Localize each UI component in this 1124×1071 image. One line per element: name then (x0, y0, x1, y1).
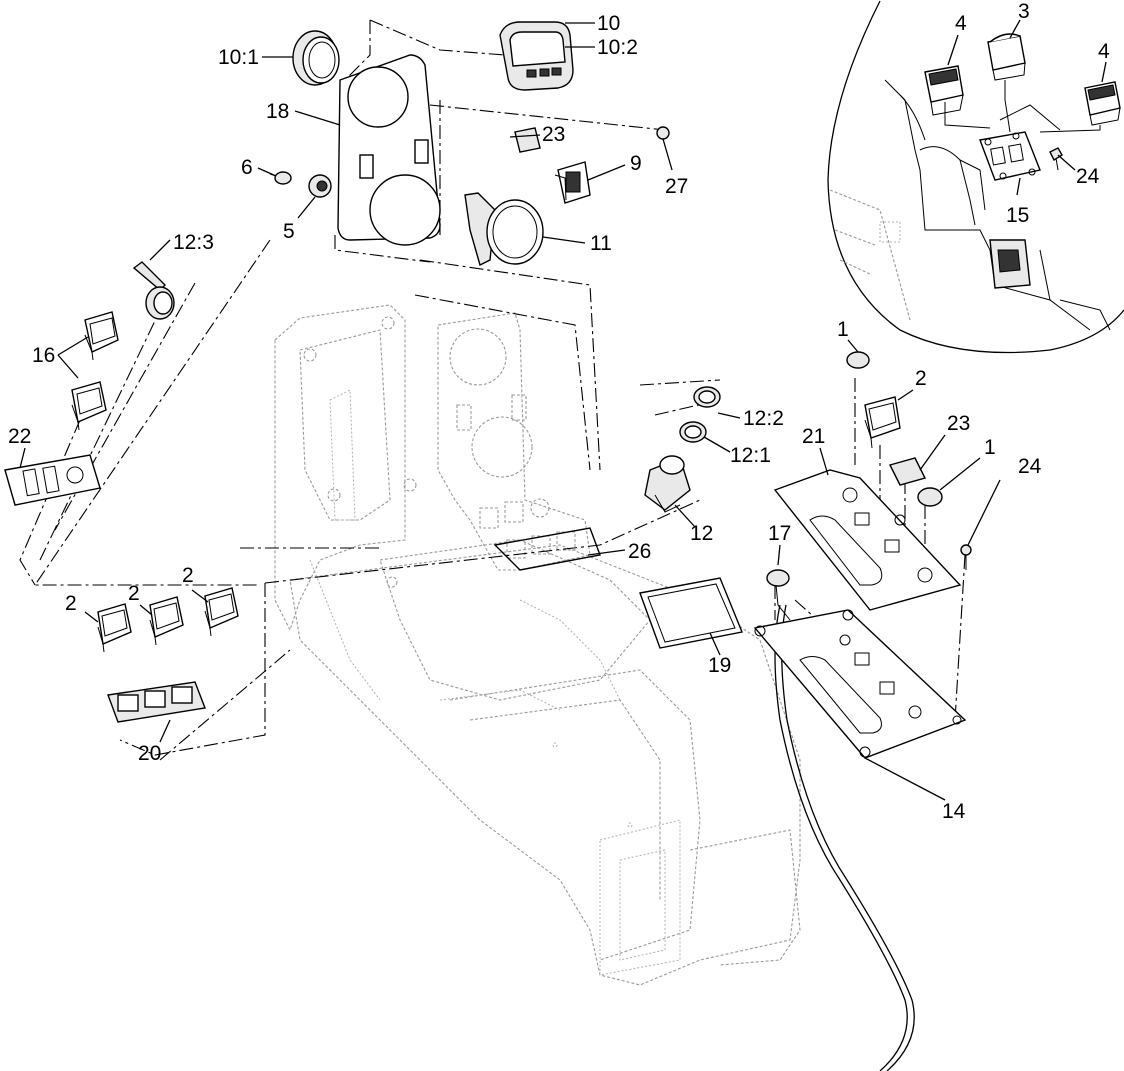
callout-2-c: 2 (182, 564, 194, 587)
callout-leaders (19, 19, 1107, 801)
callout-26: 26 (628, 540, 651, 563)
switch-bezel-bottom (107, 681, 206, 723)
mounting-nut (308, 174, 332, 198)
hole-plug-a (846, 351, 870, 369)
callout-10: 10 (597, 12, 620, 35)
callout-24-right: 24 (1018, 455, 1042, 478)
blank-cover-right (888, 457, 927, 486)
switch-bezel-left (4, 454, 101, 506)
callout-22: 22 (8, 425, 31, 448)
callout-1-a: 1 (837, 318, 849, 341)
callout-12-2: 12:2 (743, 407, 784, 430)
rocker-switch-small (554, 161, 591, 204)
console-body (274, 304, 801, 986)
callout-2-d: 2 (915, 367, 927, 390)
callout-9: 9 (630, 152, 642, 175)
rocker-switch-row (97, 587, 239, 653)
callout-3: 3 (1018, 0, 1030, 23)
callout-27: 27 (665, 175, 688, 198)
rocker-switch-pair (71, 311, 119, 431)
callout-21: 21 (802, 425, 825, 448)
plug-button (656, 126, 670, 140)
callout-4-left: 4 (955, 12, 967, 35)
rocker-switch-right (864, 396, 901, 449)
callout-1-b: 1 (984, 436, 996, 459)
ignition-key (132, 261, 175, 320)
gauge-bezel-ring (292, 30, 340, 86)
display-unit (499, 21, 574, 91)
shifter-cover-plate (773, 469, 962, 611)
gasket (639, 577, 743, 649)
callout-15: 15 (1006, 204, 1029, 227)
callout-5: 5 (283, 220, 295, 243)
callout-12-3: 12:3 (173, 231, 214, 254)
assembly-lines (19, 19, 966, 761)
switch-panel-plate (493, 527, 601, 571)
bolt-right (960, 544, 972, 570)
callout-2-b: 2 (128, 582, 140, 605)
base-plate (753, 609, 967, 759)
callout-19: 19 (708, 654, 731, 677)
dash-panel (337, 54, 441, 246)
detail-inset (827, 0, 1124, 354)
callout-11: 11 (590, 232, 612, 255)
indicator-light (269, 171, 292, 185)
callout-20: 20 (138, 742, 161, 765)
analog-gauge (464, 192, 544, 267)
callout-17: 17 (768, 522, 791, 545)
callout-23-top: 23 (542, 123, 565, 146)
callout-24-inset: 24 (1076, 165, 1100, 188)
callout-18: 18 (266, 100, 289, 123)
callout-12-1: 12:1 (730, 444, 771, 467)
blank-cover (514, 127, 541, 153)
callout-23-right: 23 (947, 412, 970, 435)
callout-14: 14 (942, 800, 966, 823)
hole-plug-b (917, 487, 943, 507)
callout-16: 16 (32, 344, 55, 367)
installed-dash-panel (437, 312, 591, 571)
power-outlet (644, 386, 721, 513)
callout-2-a: 2 (65, 592, 77, 615)
callout-12: 12 (690, 522, 713, 545)
callout-10-2: 10:2 (597, 36, 638, 59)
callout-4-right: 4 (1098, 40, 1110, 63)
shift-knob-cable (766, 569, 915, 1071)
callout-10-1: 10:1 (218, 46, 259, 69)
callout-6: 6 (241, 156, 253, 179)
